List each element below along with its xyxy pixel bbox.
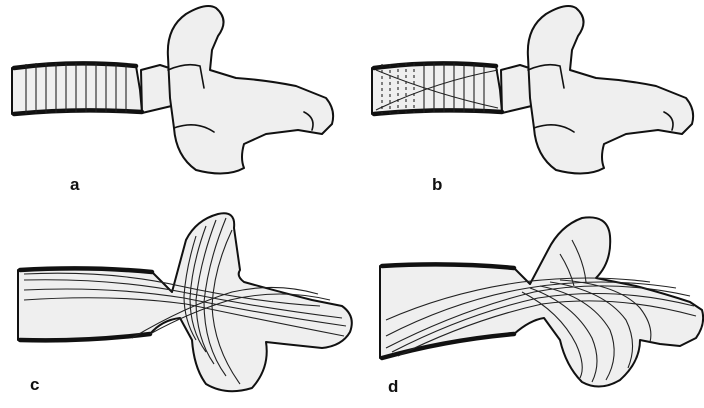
vertebra-outline-c — [18, 213, 352, 391]
panel-label-d: d — [388, 377, 398, 396]
panel-label-c: c — [30, 375, 39, 394]
panel-b: b — [372, 6, 693, 194]
panel-a: a — [12, 6, 333, 194]
panel-label-a: a — [70, 175, 80, 194]
vertebra-outline-d — [380, 217, 703, 386]
panel-d: d — [380, 217, 703, 396]
panel-c: c — [18, 213, 352, 394]
panel-label-b: b — [432, 175, 442, 194]
